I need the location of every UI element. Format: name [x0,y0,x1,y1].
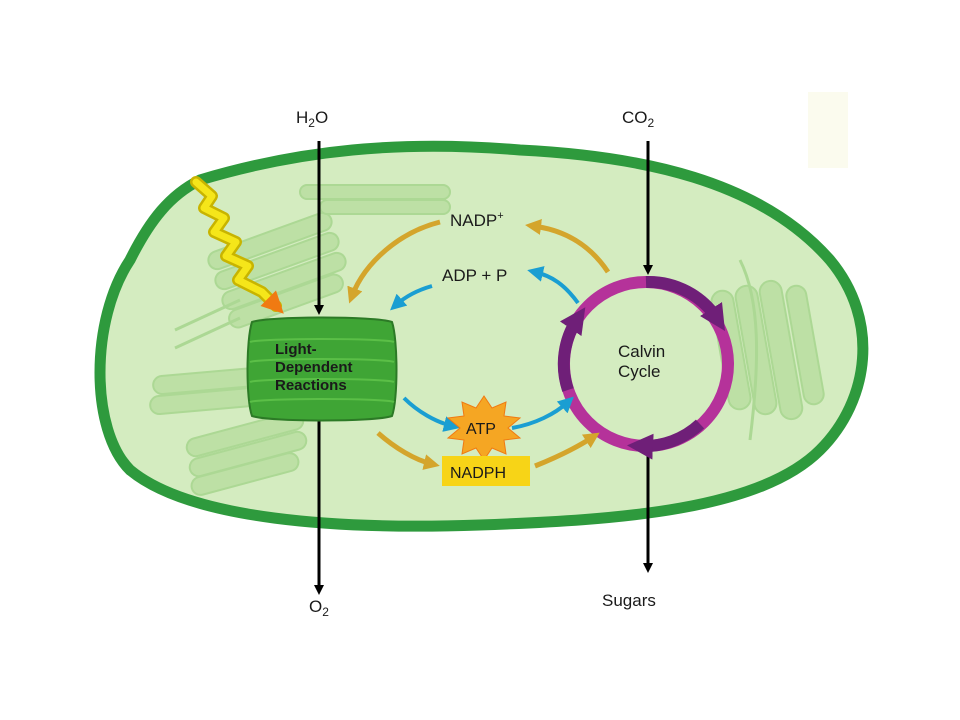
atp-label: ATP [466,421,496,438]
co2-label: CO2 [622,108,655,130]
calvin-label-2: Cycle [618,362,661,381]
light-to-atp-arrow [402,396,460,432]
nadph-to-calvin-arrow [534,432,600,469]
water-label: H2O [296,108,328,130]
nadp-to-light-arrow [347,219,441,304]
calvin-label-1: Calvin [618,342,665,361]
light-reactions-label-2: Dependent [275,359,353,376]
adp-label: ADP + P [442,266,507,285]
light-to-nadph-arrow [376,431,440,470]
adp-return-arrow [527,266,580,305]
adp-to-light-arrow [390,284,433,311]
atp-to-calvin-arrow [511,396,574,430]
grana-decoration [149,184,825,496]
oxygen-label: O2 [309,597,329,619]
nadph-label: NADPH [450,465,506,482]
nadp-return-arrow [525,219,611,274]
light-reactions-label-3: Reactions [275,377,347,394]
nadp-label: NADP+ [450,210,504,230]
nadph-box [442,456,530,486]
light-reactions-label-1: Light- [275,341,317,358]
sugars-label: Sugars [602,591,656,610]
background-patch [808,92,848,168]
light-dependent-reactions-stack [246,316,398,422]
